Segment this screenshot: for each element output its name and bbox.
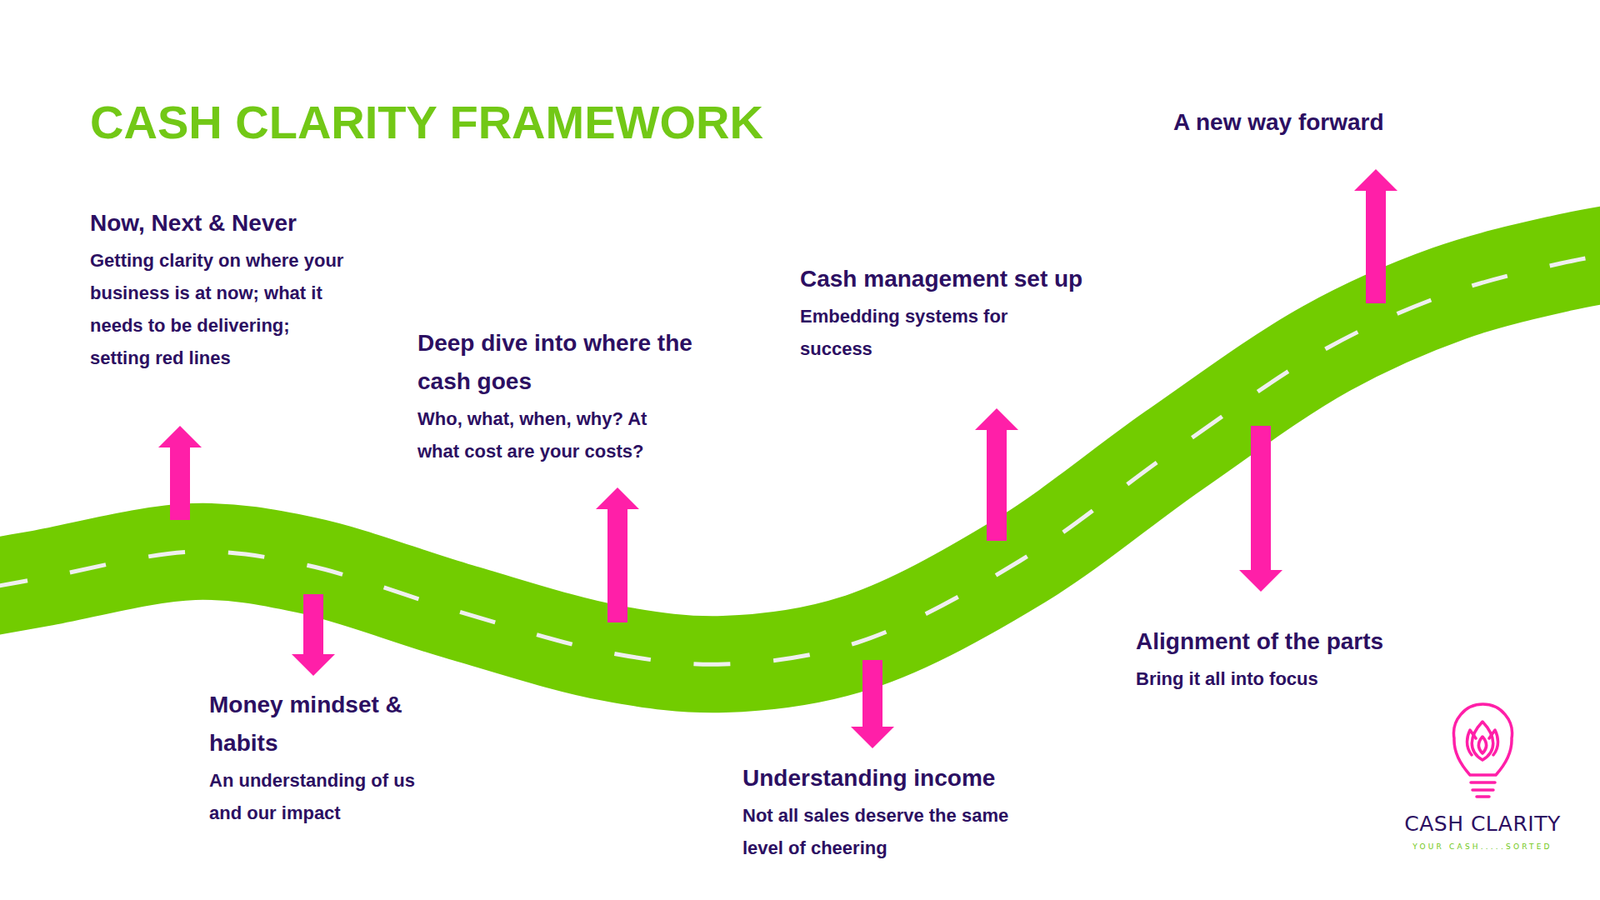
pointer-arrow — [158, 425, 202, 520]
pointer-arrow — [1239, 425, 1283, 592]
bulb-neck — [1470, 782, 1495, 797]
bulb-flame — [1471, 721, 1494, 760]
stage-description: Getting clarity on where your business i… — [90, 244, 349, 375]
stage-text-group: Money mindset & habitsAn understanding o… — [209, 685, 460, 830]
stage-heading: Understanding income — [742, 759, 1060, 798]
stage-heading: A new way forward — [1173, 103, 1507, 142]
logo-bulb — [1454, 704, 1513, 797]
stage-text-group: Alignment of the partsBring it all into … — [1135, 622, 1486, 695]
stage-text-group: Now, Next & NeverGetting clarity on wher… — [90, 204, 365, 375]
road-band — [0, 250, 1600, 665]
road-center-dashes — [0, 250, 1600, 665]
pointer-arrow — [595, 487, 640, 623]
stage-heading: Money mindset & habits — [209, 685, 460, 763]
stage-heading: Cash management set up — [800, 260, 1092, 299]
diagram-title: CASH CLARITY FRAMEWORK — [90, 98, 764, 147]
stage-description: Embedding systems for success — [800, 300, 1034, 365]
stage-heading: Alignment of the parts — [1135, 622, 1486, 661]
stage-text-group: Deep dive into where the cash goesWho, w… — [417, 324, 710, 468]
bulb-flame-outer — [1467, 730, 1499, 755]
arrows — [158, 169, 1398, 749]
stage-heading: Deep dive into where the cash goes — [417, 324, 710, 401]
logo-tagline: YOUR CASH.....SORTED — [1412, 842, 1552, 851]
road — [0, 250, 1600, 665]
pointer-arrow — [1354, 169, 1398, 304]
pointer-arrow — [850, 660, 895, 749]
bulb-flame-inner — [1479, 736, 1487, 754]
pointer-arrow — [291, 594, 335, 676]
stage-heading: Now, Next & Never — [90, 204, 365, 243]
stage-text-group: Understanding incomeNot all sales deserv… — [742, 759, 1060, 865]
stage-description: Bring it all into focus — [1135, 662, 1453, 695]
stage-text-group: Cash management set upEmbedding systems … — [800, 260, 1092, 365]
stage-description: An understanding of us and our impact — [209, 764, 451, 830]
stage-text-group: A new way forward — [1173, 103, 1507, 142]
stage-description: Not all sales deserve the same level of … — [742, 799, 1010, 865]
bulb-outline — [1454, 704, 1513, 775]
pointer-arrow — [975, 408, 1019, 541]
stage-description: Who, what, when, why? At what cost are y… — [417, 402, 655, 468]
logo-name: CASH CLARITY — [1404, 811, 1561, 836]
